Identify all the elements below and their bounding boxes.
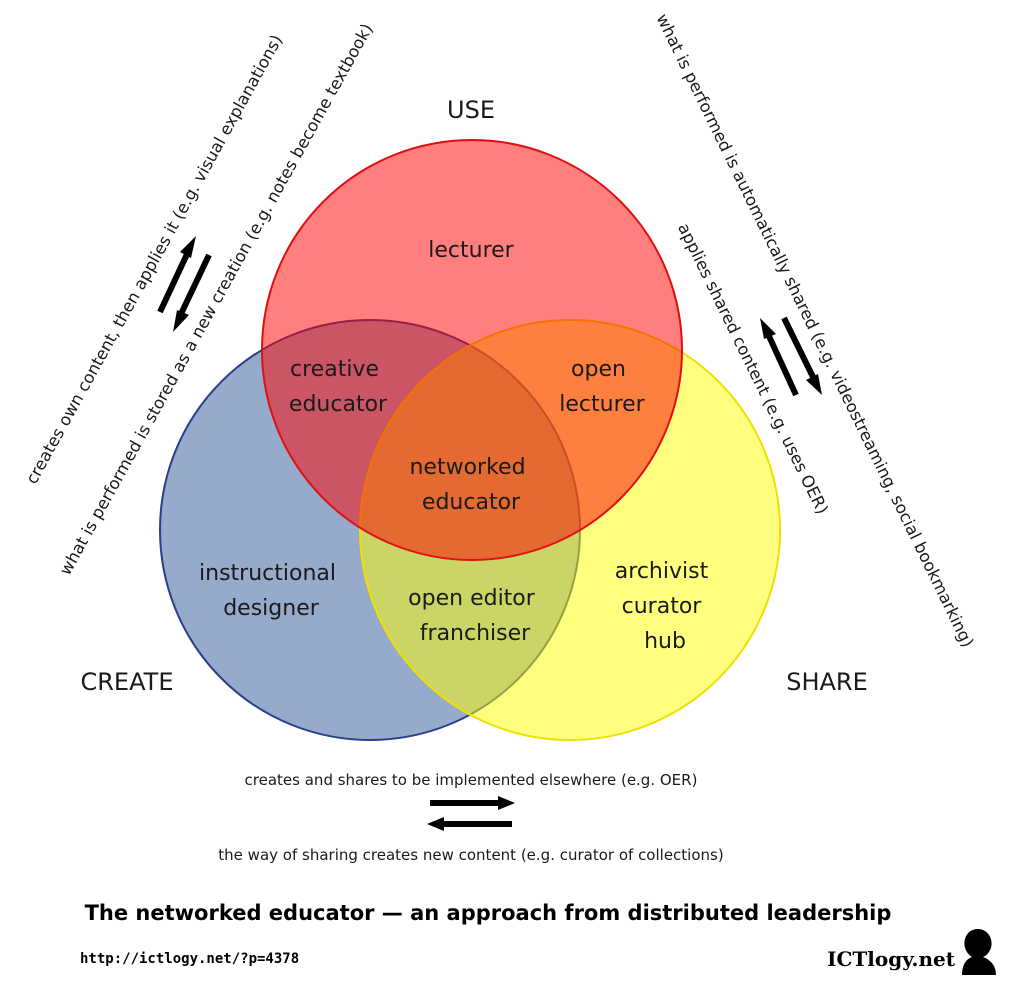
region-create-share-label: open editor franchiser	[408, 586, 542, 646]
region-create-label: instructional designer	[199, 561, 343, 621]
bottom-top-caption: creates and shares to be implemented els…	[245, 771, 698, 789]
axis-label-share: SHARE	[786, 668, 868, 696]
bottom-bottom-caption: the way of sharing creates new content (…	[218, 846, 723, 864]
region-share-label: archivist curator hub	[615, 559, 715, 654]
source-url: http://ictlogy.net/?p=4378	[80, 951, 299, 967]
region-use-label: lecturer	[428, 238, 514, 263]
brand-name: ICTlogy.net	[827, 947, 956, 971]
axis-label-create: CREATE	[81, 668, 174, 696]
region-center-label: networked educator	[409, 455, 532, 515]
venn-circles	[159, 139, 781, 741]
axis-label-use: USE	[447, 96, 495, 124]
use-circle	[261, 139, 683, 561]
region-use-create-label: creative educator	[289, 357, 388, 417]
region-labels: lecturer creative educator open lecturer…	[199, 238, 715, 654]
region-use-share-label: open lecturer	[559, 357, 645, 417]
bottom-double-arrow-icon	[427, 796, 515, 831]
left-double-arrow-icon	[157, 236, 212, 332]
silhouette-head-icon	[962, 929, 996, 975]
right-double-arrow-icon	[760, 316, 822, 397]
diagram-title: The networked educator — an approach fro…	[85, 901, 892, 925]
